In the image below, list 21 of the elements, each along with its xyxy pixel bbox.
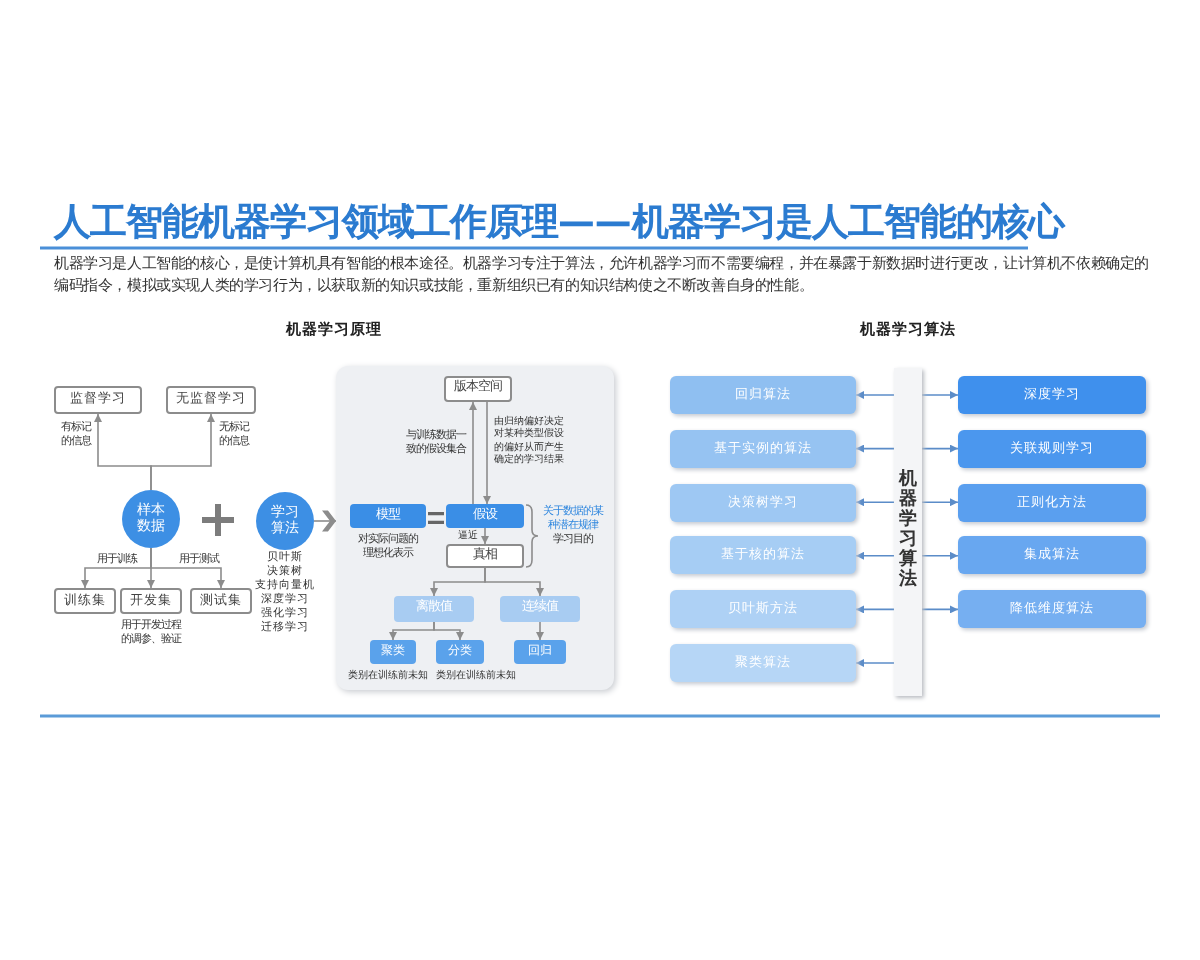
algorithm-bar: 机器学习算法 <box>894 368 922 696</box>
arrow <box>855 391 895 399</box>
arrow <box>921 444 959 453</box>
arrow <box>484 567 544 597</box>
arrow <box>921 605 959 614</box>
arrow <box>855 498 895 507</box>
arrow <box>483 401 491 505</box>
arrow <box>433 621 464 641</box>
arrow <box>150 413 215 491</box>
arrow <box>481 527 489 545</box>
arrow <box>536 621 544 641</box>
arrow <box>921 551 959 560</box>
page-title: 人工智能机器学习领域工作原理——机器学习是人工智能的核心 <box>54 204 1064 243</box>
arrow <box>469 401 477 505</box>
arrow <box>855 444 895 453</box>
arrow <box>855 551 895 560</box>
arrow <box>921 391 959 399</box>
diagram-panel <box>336 366 614 690</box>
arrow <box>855 605 895 614</box>
arrow <box>855 659 895 667</box>
arrow <box>921 498 959 507</box>
